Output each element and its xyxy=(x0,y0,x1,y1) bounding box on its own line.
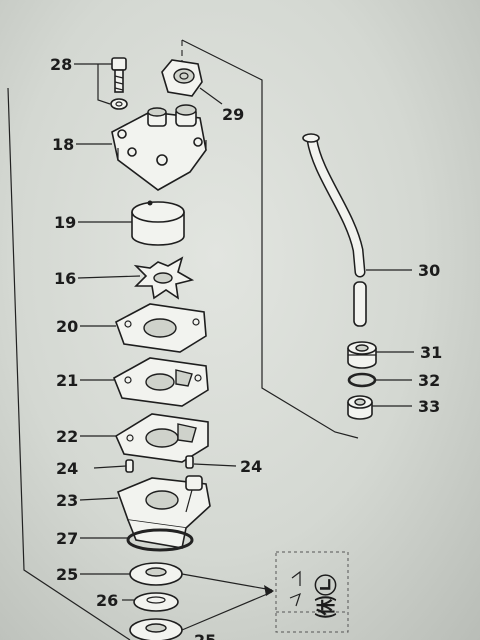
part-25-seal-lower xyxy=(129,618,183,640)
callout-33: 33 xyxy=(418,397,440,416)
callout-30: 30 xyxy=(418,261,440,280)
callout-16: 16 xyxy=(54,269,76,288)
part-33-grommet xyxy=(347,395,373,420)
part-20-gasket xyxy=(115,303,207,353)
part-32-o-ring xyxy=(347,372,377,388)
callout-22: 22 xyxy=(56,427,78,446)
leader-24-right xyxy=(193,463,237,467)
part-28-washer xyxy=(110,98,128,110)
callout-28: 28 xyxy=(50,55,72,74)
callout-25-upper: 25 xyxy=(56,565,78,584)
part-24-dowel-pin-right xyxy=(185,455,194,469)
callout-31: 31 xyxy=(420,343,442,362)
part-16-impeller xyxy=(133,256,195,300)
callout-32: 32 xyxy=(418,371,440,390)
callout-26: 26 xyxy=(96,591,118,610)
part-28-bolt xyxy=(111,57,127,93)
part-27-o-ring xyxy=(126,528,194,552)
assembly-boundary-right xyxy=(181,39,359,439)
callout-24-left: 24 xyxy=(56,459,78,478)
inset-label: ㉁㉡ xyxy=(314,574,340,618)
part-29-grommet xyxy=(161,59,203,97)
callout-27: 27 xyxy=(56,529,78,548)
leader-arrow-to-inset xyxy=(181,573,273,631)
leader-23 xyxy=(79,497,119,501)
arrow-head-icon xyxy=(264,585,274,596)
part-24-dowel-pin-left xyxy=(125,459,134,473)
part-26-washer xyxy=(133,592,179,612)
callout-18: 18 xyxy=(52,135,74,154)
callout-21: 21 xyxy=(56,371,78,390)
inset-frame xyxy=(275,551,349,633)
callout-24-right: 24 xyxy=(240,457,262,476)
leader-16 xyxy=(77,275,141,279)
leader-24-left xyxy=(93,465,127,469)
callout-23: 23 xyxy=(56,491,78,510)
part-18-pump-housing xyxy=(111,104,207,191)
part-19-insert-cup xyxy=(131,200,185,246)
callout-25-lower: 25 xyxy=(194,631,216,640)
part-23-pump-case xyxy=(116,475,211,549)
callout-20: 20 xyxy=(56,317,78,336)
part-21-outer-plate xyxy=(112,357,209,407)
inset-seal-orientation-icon xyxy=(289,570,301,607)
callout-29: 29 xyxy=(222,105,244,124)
callout-19: 19 xyxy=(54,213,76,232)
assembly-boundary-left xyxy=(7,87,131,640)
part-31-grommet xyxy=(347,341,377,369)
leader-29 xyxy=(199,87,223,105)
part-25-seal-upper xyxy=(129,562,183,586)
leader-28 xyxy=(74,63,112,105)
part-22-gasket xyxy=(114,413,209,463)
part-30-water-tube xyxy=(302,133,367,327)
